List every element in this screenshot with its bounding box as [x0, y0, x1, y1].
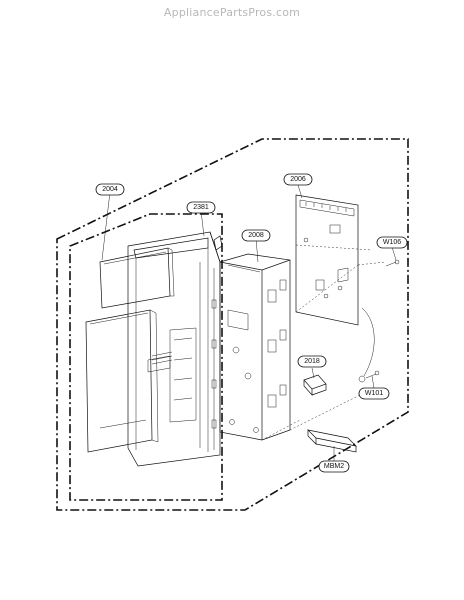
svg-text:2018: 2018: [304, 358, 320, 365]
ground-wire: [361, 307, 375, 377]
callout-2004: 2004: [95, 183, 125, 196]
svg-text:MBM2: MBM2: [324, 463, 344, 470]
bracket-2018: [303, 374, 327, 396]
upper-keypad-panel: [99, 247, 175, 309]
ribbon-cable: [151, 351, 173, 365]
svg-text:2004: 2004: [102, 186, 118, 193]
module-mbm2: [306, 429, 358, 453]
leader-lines: [101, 184, 397, 461]
svg-text:2008: 2008: [248, 232, 264, 239]
callout-w101: W101: [358, 387, 390, 400]
watermark-text: AppliancePartsPros.com: [163, 6, 301, 19]
control-chassis: [219, 253, 291, 441]
main-pcb-board: [261, 194, 386, 441]
inner-assembly-boundary: [69, 213, 223, 501]
screw-w101: [365, 370, 380, 379]
callout-2381: 2381: [186, 201, 216, 214]
callout-2006: 2006: [283, 173, 313, 186]
front-control-panel: [85, 309, 159, 453]
wire-terminal: [358, 375, 366, 383]
callout-2008: 2008: [241, 229, 271, 242]
svg-text:W101: W101: [365, 390, 383, 397]
screw-w106: [385, 259, 400, 267]
svg-text:W106: W106: [383, 239, 401, 246]
callout-2018: 2018: [297, 355, 327, 368]
callout-mbm2: MBM2: [318, 460, 350, 473]
svg-text:2006: 2006: [290, 176, 306, 183]
control-panel-frame: [127, 231, 223, 467]
callout-w106: W106: [376, 236, 408, 249]
outer-assembly-boundary: [56, 138, 409, 511]
svg-text:2381: 2381: [193, 204, 209, 211]
